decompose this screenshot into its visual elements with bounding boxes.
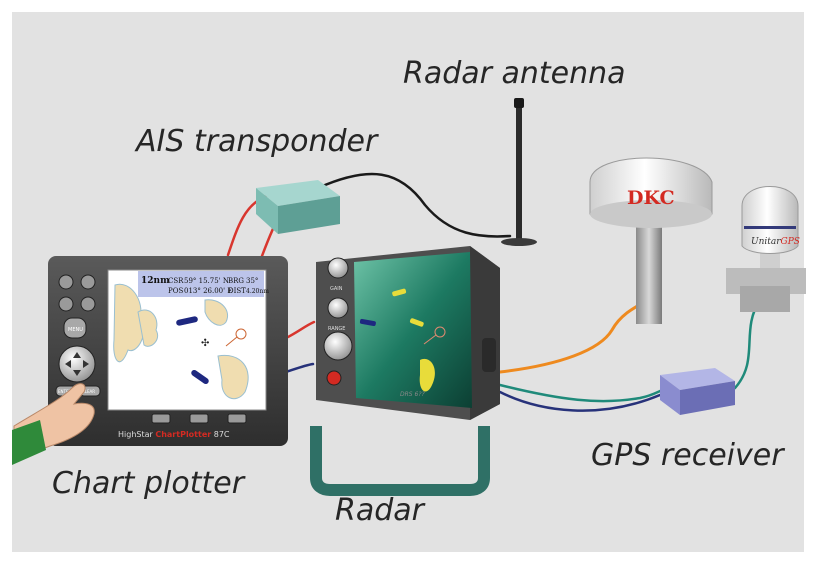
- radar-unit: GAIN RANGE DRS 6??: [310, 246, 500, 496]
- label-radar-antenna: Radar antenna: [403, 56, 626, 91]
- plotter-brg-value: 35°: [246, 277, 258, 285]
- plotter-soft-key-3: [227, 413, 247, 424]
- label-gps-receiver: GPS receiver: [591, 438, 784, 473]
- radar-gain-knob: [327, 257, 349, 279]
- plotter-csr-value: 59° 15.75' N: [184, 277, 229, 285]
- gps-brand-b: GPS: [781, 237, 800, 247]
- radar-range-label: RANGE: [328, 326, 345, 332]
- plotter-soft-key-2: [189, 413, 209, 424]
- gps-brand-a: Unitar: [751, 237, 781, 247]
- radar-model: DRS 6??: [400, 391, 426, 398]
- plotter-map: ✣: [113, 283, 249, 400]
- plotter-model-number: 87C: [214, 430, 230, 439]
- plotter-dpad: [58, 345, 96, 383]
- plotter-small-button-2: [80, 274, 96, 290]
- gps-receiver-box: [660, 368, 735, 415]
- radar-gain-label: GAIN: [330, 286, 343, 292]
- label-radar: Radar: [335, 493, 424, 528]
- plotter-model-name: ChartPlotter: [155, 430, 211, 439]
- ais-transponder-box: [256, 180, 340, 234]
- hand-illustration: [12, 383, 95, 465]
- gps-antenna: UnitarGPS: [726, 186, 806, 312]
- plotter-soft-key-1: [151, 413, 171, 424]
- plotter-pos: POS: [168, 287, 183, 295]
- radar-range-knob: [327, 297, 349, 319]
- blue-cable-radar-gps: [498, 390, 662, 412]
- plotter-menu-button: [63, 317, 87, 339]
- dome-brand: DKC: [627, 187, 675, 209]
- plotter-enter-label: ENTER: [58, 389, 71, 394]
- plotter-menu-label: MENU: [68, 327, 83, 333]
- label-ais-transponder: AIS transponder: [136, 124, 378, 159]
- orange-cable-dome: [498, 298, 650, 374]
- plotter-csr: CSR: [168, 277, 184, 285]
- plotter-pos-value: 013° 26.00' E: [184, 287, 232, 295]
- svg-text:✣: ✣: [201, 338, 209, 349]
- plotter-small-button-3: [58, 296, 74, 312]
- svg-text:HighStar ChartPlotter 87C: HighStar ChartPlotter 87C: [118, 430, 230, 439]
- radar-dpad: [323, 331, 353, 361]
- plotter-brand: HighStar: [118, 430, 154, 439]
- plotter-dist: DIST: [228, 287, 246, 295]
- plotter-brg: BRG: [228, 277, 244, 285]
- blue-cable-plotter-radar: [284, 362, 315, 374]
- plotter-dist-value: 4.20nm: [246, 288, 269, 295]
- radar-screen-marks: [359, 288, 446, 392]
- plotter-range: 12nm: [141, 276, 170, 286]
- radar-power-button: [326, 370, 342, 386]
- black-cable-ais-to-antenna: [316, 172, 512, 238]
- label-chart-plotter: Chart plotter: [52, 466, 245, 501]
- radar-dome: DKC: [589, 157, 713, 324]
- svg-text:UnitarGPS: UnitarGPS: [751, 237, 800, 247]
- red-cable-plotter-radar: [284, 320, 316, 340]
- plotter-clear-label: CLEAR: [82, 389, 95, 394]
- plotter-small-button-1: [58, 274, 74, 290]
- teal-cable-radar-gps: [498, 383, 670, 403]
- chart-plotter: ✣ 12nm CSR 59° 15.75' N BRG 35° POS 013°…: [48, 256, 288, 446]
- radar-antenna: [501, 98, 537, 246]
- plotter-small-button-4: [80, 296, 96, 312]
